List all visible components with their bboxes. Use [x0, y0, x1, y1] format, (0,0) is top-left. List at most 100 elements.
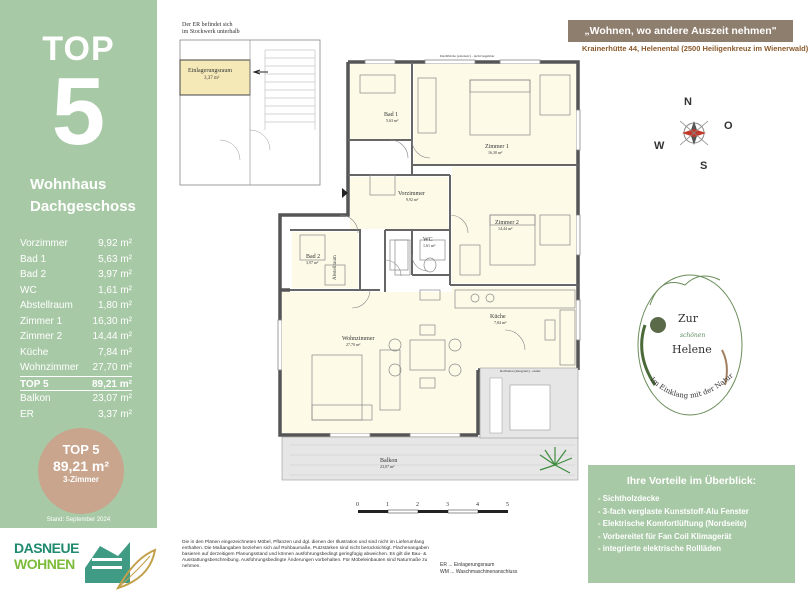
room-row: Wohnzimmer 27,70 m² — [20, 360, 132, 376]
room-row: WC 1,61 m² — [20, 283, 132, 299]
room-name: Zimmer 2 — [20, 331, 63, 342]
plan-area-wc: 1,61 m² — [423, 243, 436, 249]
room-area: 1,80 m² — [98, 300, 132, 311]
plan-label-zimmer2: Zimmer 2 — [495, 220, 519, 226]
plan-area-zimmer2: 14,44 m² — [498, 226, 513, 232]
plan-label-wc: WC — [423, 237, 433, 243]
legend-line1: ER ... Einlagerungsraum — [440, 562, 495, 568]
scale-tick: 2 — [416, 502, 419, 508]
plan-area-vorzimmer: 9,92 m² — [406, 197, 419, 203]
room-area: 89,21 m² — [91, 378, 132, 390]
compass-icon: N O S W — [654, 96, 733, 172]
entry-arrow-icon — [342, 188, 348, 198]
advantages-box: Ihre Vorteile im Überblick: - Sichtholzd… — [588, 465, 795, 583]
advantage-item: - 3-fach verglaste Kunststoff-Alu Fenste… — [598, 506, 749, 516]
scale-tick: 1 — [386, 502, 389, 508]
plan-label-kueche: Küche — [490, 314, 506, 320]
plan-area-er: 3,37 m² — [204, 75, 220, 81]
room-name: TOP 5 — [20, 378, 49, 390]
plan-note-dachflaeche: Dachfläche (extensiv) - nicht begehbar — [440, 54, 495, 58]
room-row: Vorzimmer 9,92 m² — [20, 236, 132, 252]
er-note-line1: Der ER befindet sich — [182, 22, 233, 28]
windows — [277, 59, 581, 438]
scale-tick: 0 — [356, 502, 359, 508]
building-label: Wohnhaus Dachgeschoss — [30, 174, 136, 218]
room-area: 14,44 m² — [92, 331, 132, 342]
room-row: Zimmer 2 14,44 m² — [20, 329, 132, 345]
legend: ER ... Einlagerungsraum WM ... Waschmasc… — [440, 562, 517, 576]
room-name: ER — [20, 408, 34, 420]
plan-label-balkon: Balkon — [380, 458, 397, 464]
scale-bar: 0 1 2 3 4 5 — [356, 502, 509, 514]
wohnzimmer-floor — [282, 292, 476, 433]
room-row: Bad 1 5,63 m² — [20, 252, 132, 268]
compass-n: N — [684, 96, 692, 108]
room-name: Zimmer 1 — [20, 315, 63, 327]
room-name: WC — [20, 284, 37, 296]
room-area: 1,61 m² — [98, 284, 132, 296]
room-area: 27,70 m² — [92, 362, 132, 373]
slogan-banner: „Wohnen, wo andere Auszeit nehmen" — [568, 20, 793, 42]
plan-area-balkon: 23,07 m² — [380, 464, 395, 470]
logo-text: DASNEUE WOHNEN — [14, 540, 79, 572]
advantages-title: Ihre Vorteile im Überblick: — [626, 475, 757, 487]
room-row: Küche 7,84 m² — [20, 345, 132, 361]
room-area: 9,92 m² — [98, 238, 132, 249]
room-name: Wohnzimmer — [20, 362, 79, 373]
brand-tagline: Im Einklang mit der Natur — [649, 371, 736, 400]
plan-area-bad2: 3,97 m² — [306, 260, 319, 266]
address: Krainerhütte 44, Helenental (2500 Heilig… — [582, 44, 808, 53]
scale-tick: 5 — [506, 502, 509, 508]
plan-area-kueche: 7,84 m² — [494, 320, 507, 326]
room-row: Zimmer 1 16,30 m² — [20, 314, 132, 330]
scale-tick: 4 — [476, 502, 479, 508]
plan-label-wohnzimmer: Wohnzimmer — [342, 336, 375, 342]
advantage-item: - integrierte elektrische Rollläden — [598, 544, 722, 553]
door-swings — [339, 139, 526, 351]
advantage-item: - Vorbereitet für Fan Coil Klimagerät — [598, 531, 732, 541]
room-area: 3,37 m² — [98, 408, 132, 420]
disclaimer: Die in den Plänen eingezeichneten Möbel,… — [182, 540, 429, 569]
room-area: 7,84 m² — [98, 346, 132, 358]
top-number: 5 — [51, 58, 106, 165]
scale-tick: 3 — [446, 502, 449, 508]
compass-s: S — [700, 160, 707, 172]
room-row: ER 3,37 m² — [20, 407, 132, 423]
zimmer1-floor — [414, 64, 576, 164]
er-inset: Einlagerungsraum 3,37 m² — [179, 39, 321, 186]
advantage-item: - Elektrische Komfortlüftung (Nordseite) — [598, 519, 747, 528]
building-line1: Wohnhaus — [30, 176, 107, 193]
legend-line2: WM ... Waschmaschinenanschluss — [440, 569, 518, 575]
brand-line1: Zur — [678, 312, 699, 325]
vorzimmer-floor — [350, 177, 448, 229]
zur-schoenen-helene-logo: Zur schönen Helene Im Einklang mit der N… — [637, 274, 743, 416]
plan-label-bad1: Bad 1 — [384, 112, 398, 118]
room-area: 5,63 m² — [98, 253, 132, 265]
plan-note-rollladen: Rollladen (integriert) - elektr. — [500, 369, 541, 373]
logo-line2: WOHNEN — [14, 556, 75, 572]
sidebar: TOP 5 Wohnhaus Dachgeschoss Vorzimmer 9,9… — [0, 0, 157, 600]
plan-area-bad1: 5,63 m² — [386, 118, 399, 124]
plan-area-zimmer1: 16,30 m² — [488, 150, 503, 156]
advantages-list: - Sichtholzdecke - 3-fach verglaste Kuns… — [598, 493, 785, 556]
room-name: Bad 1 — [20, 253, 47, 265]
top-title: TOP — [42, 30, 115, 68]
room-name: Vorzimmer — [20, 238, 68, 249]
logo-line1: DASNEUE — [14, 540, 79, 556]
badge-rooms: 3-Zimmer — [62, 475, 99, 484]
compass-o: O — [724, 120, 733, 132]
balcony — [281, 367, 579, 481]
brand-line2: schönen — [680, 332, 705, 339]
building-line2: Dachgeschoss — [30, 198, 136, 215]
badge-area: 89,21 m² — [52, 458, 110, 474]
brand-line3: Helene — [672, 343, 712, 356]
badge-title: TOP 5 — [62, 442, 100, 457]
room-name: Küche — [20, 346, 49, 358]
room-area: 16,30 m² — [92, 315, 132, 327]
plan-label-abstellraum: Abstellraum — [333, 255, 338, 280]
logo-graphic — [0, 528, 160, 600]
company-logo — [0, 528, 160, 600]
